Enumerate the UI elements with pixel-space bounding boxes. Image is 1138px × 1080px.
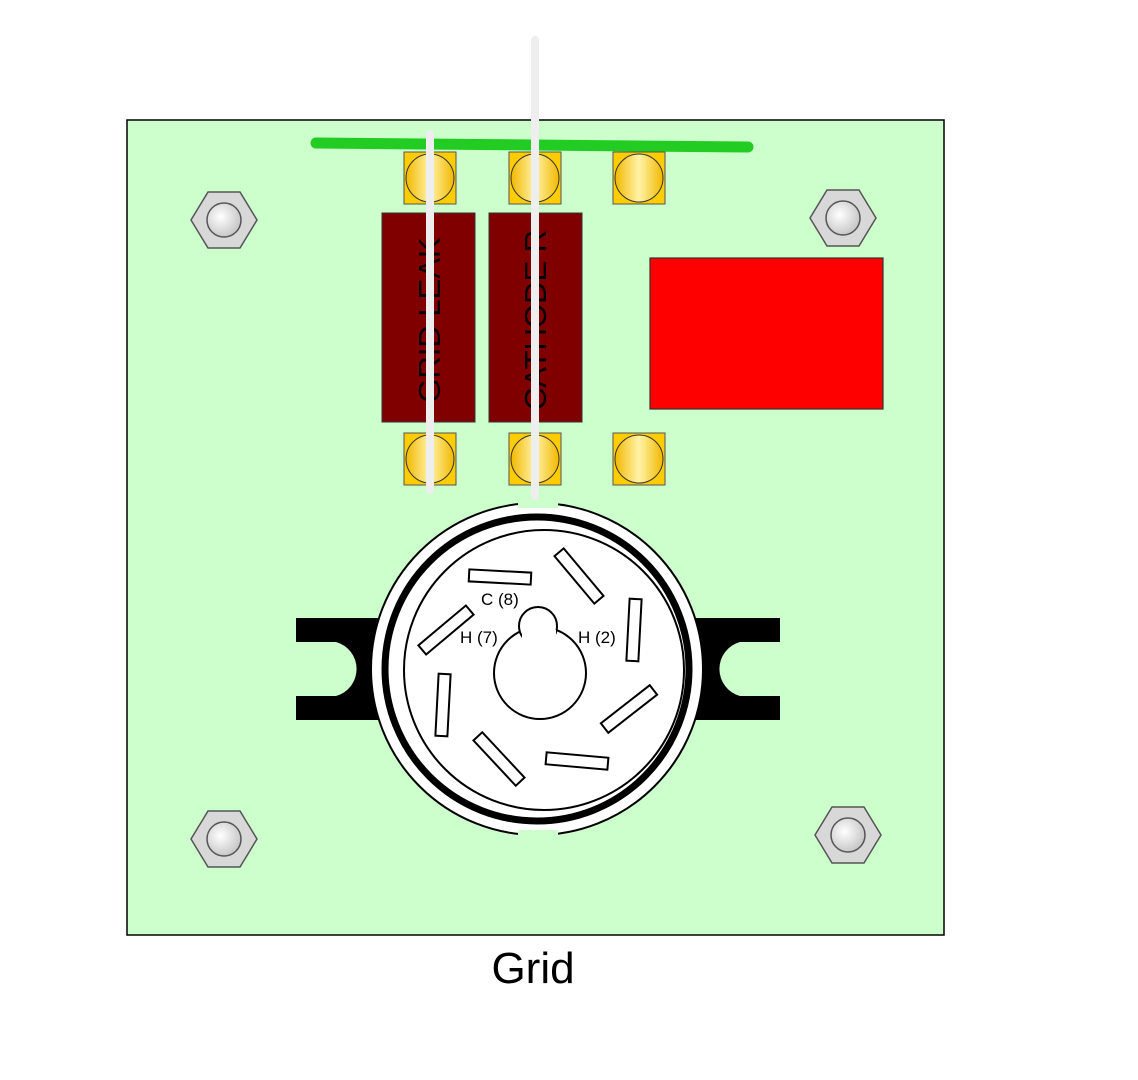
pin-label-h2: H (2) — [578, 628, 616, 647]
pin-slot — [467, 568, 533, 586]
pin-slot — [416, 604, 476, 656]
solder-pad — [612, 151, 666, 205]
standoff-nut-bottom-left — [190, 810, 258, 868]
capacitor — [649, 257, 884, 410]
pin-slot — [599, 683, 659, 735]
socket-bracket-left — [296, 618, 385, 720]
pin-slot — [625, 597, 643, 663]
tube-socket: C (8) H (7) H (2) — [370, 502, 704, 836]
standoff-nut-bottom-right — [814, 806, 882, 864]
pin-slot — [434, 672, 452, 738]
pin-slot — [472, 730, 526, 788]
pin-label-h7: H (7) — [460, 628, 498, 647]
socket-bracket-right — [690, 618, 780, 720]
pin-label-c8: C (8) — [481, 590, 519, 609]
standoff-nut-top-right — [809, 189, 877, 247]
pin-slot — [544, 751, 610, 771]
pin-slot — [553, 546, 605, 606]
socket-pin-slots — [416, 546, 659, 788]
solder-pad — [612, 432, 666, 486]
lead-wires — [426, 36, 539, 500]
diagram-caption: Grid — [491, 944, 575, 993]
standoff-nut-top-left — [190, 191, 258, 249]
socket-center-key-hole — [493, 606, 587, 720]
